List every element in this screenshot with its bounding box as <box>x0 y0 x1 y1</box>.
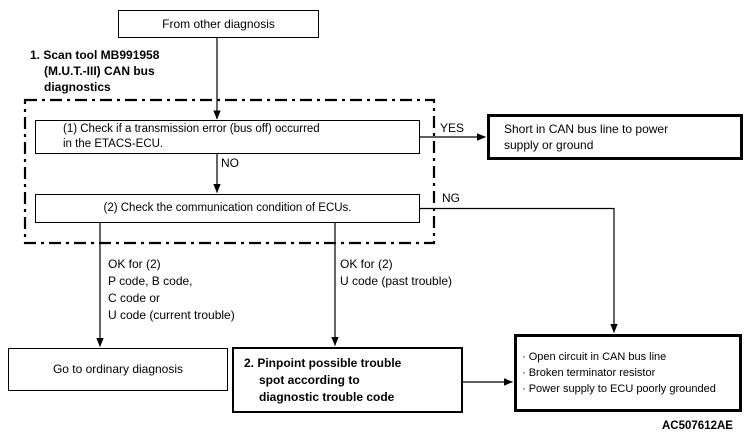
node-from-other-diagnosis-label: From other diagnosis <box>162 16 275 31</box>
scan-tool-dashed-group-box <box>23 98 436 245</box>
node-open-circuit-causes-label: · Open circuit in CAN bus line · Broken … <box>522 351 716 395</box>
node-check-communication: (2) Check the communication condition of… <box>35 194 420 223</box>
node-check-transmission-error: (1) Check if a transmission error (bus o… <box>35 120 420 154</box>
node-short-in-can-bus: Short in CAN bus line to power supply or… <box>487 114 743 160</box>
edge-label-ok-current-trouble: OK for (2) P code, B code, C code or U c… <box>108 257 235 322</box>
node-from-other-diagnosis: From other diagnosis <box>118 10 319 38</box>
node-check-transmission-error-label: (1) Check if a transmission error (bus o… <box>63 123 320 150</box>
node-open-circuit-causes: · Open circuit in CAN bus line · Broken … <box>514 334 742 412</box>
edge-label-yes: YES <box>440 121 465 135</box>
node-go-ordinary-diagnosis: Go to ordinary diagnosis <box>8 348 228 391</box>
node-pinpoint-trouble-spot-label: 2. Pinpoint possible trouble spot accord… <box>244 355 402 404</box>
node-pinpoint-trouble-spot: 2. Pinpoint possible trouble spot accord… <box>232 347 463 413</box>
edge-label-ok-past-trouble: OK for (2) U code (past trouble) <box>340 257 453 288</box>
node-short-in-can-bus-label: Short in CAN bus line to power supply or… <box>504 122 669 152</box>
edge-label-no: NO <box>221 156 239 170</box>
node-go-ordinary-diagnosis-label: Go to ordinary diagnosis <box>52 362 184 376</box>
edge-ng-to-open-circuit <box>420 207 618 333</box>
node-check-communication-label: (2) Check the communication condition of… <box>103 202 352 214</box>
section-label-scan-tool: 1. Scan tool MB991958 (M.U.T.-III) CAN b… <box>30 48 160 94</box>
figure-code: AC507612AE <box>662 420 733 432</box>
edge-label-ng: NG <box>442 191 460 205</box>
